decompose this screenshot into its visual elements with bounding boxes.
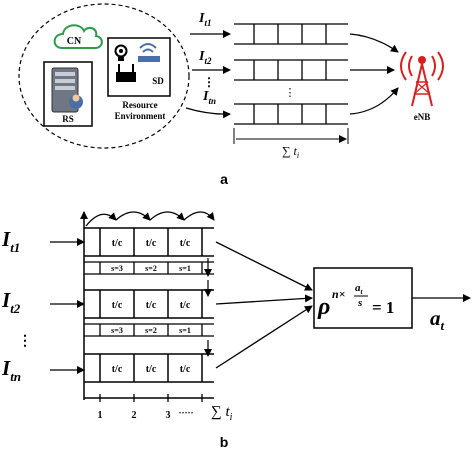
sum-label-a: ∑ ti — [282, 144, 299, 160]
queue-a-2 — [234, 59, 348, 81]
slot-label: s=3 — [111, 264, 123, 273]
cloud-icon — [53, 24, 103, 49]
panel-a: CN RS SD Resource — [18, 3, 444, 187]
cell-label: t/c — [146, 238, 157, 249]
slot-label: s=1 — [179, 264, 191, 273]
panel-b: It1 It2 ⋮ Itn t/c t/c t/c — [1, 211, 471, 450]
input-label-a-1: It1 — [198, 11, 211, 28]
slot-label: s=2 — [145, 326, 157, 335]
formula-exponent: n× — [332, 287, 346, 301]
slot-label: s=2 — [145, 264, 157, 273]
x-ticks-b — [99, 394, 203, 402]
sensor-icon — [138, 43, 160, 62]
cell-label: t/c — [112, 300, 123, 311]
arrow-b-out-3 — [215, 305, 313, 369]
arrow-a-3 — [185, 107, 231, 119]
formula-frac-num: at — [355, 282, 364, 296]
input-sub-a-2: t2 — [204, 56, 212, 66]
svg-text:It1: It1 — [1, 227, 20, 255]
arrow-to-enb-3 — [349, 87, 399, 115]
enb-label: eNB — [414, 112, 431, 122]
input-label-b-2: It2 — [1, 288, 21, 316]
svg-text:It2: It2 — [198, 49, 212, 66]
input-sub-b-3: tn — [10, 369, 21, 384]
cell-label: t/c — [180, 238, 191, 249]
sum-label-b: ∑ ti — [211, 404, 233, 423]
queue-b-3: t/c t/c t/c — [84, 353, 214, 383]
svg-text:It1: It1 — [198, 11, 211, 28]
panel-a-label: a — [220, 171, 228, 187]
queue-b-2: t/c t/c t/c — [84, 289, 214, 319]
slot-strip-b-1: s=3 s=2 s=1 — [84, 261, 214, 275]
sum-bracket-a — [233, 128, 349, 144]
cloud-label: CN — [67, 36, 82, 47]
svg-text:It2: It2 — [1, 288, 21, 316]
arrow-b-out-2 — [215, 294, 313, 305]
slot-label: s=1 — [179, 326, 191, 335]
webcam-icon — [114, 44, 128, 61]
ellipsis-queue-a: ⋮ — [285, 87, 296, 99]
slot-label: s=3 — [111, 326, 123, 335]
slot-strip-b-2: s=3 s=2 s=1 — [84, 323, 214, 337]
output-label: at — [430, 306, 445, 333]
input-sub-b-2: t2 — [10, 301, 21, 316]
input-label-a-2: It2 — [198, 49, 212, 66]
router-icon — [116, 64, 136, 82]
input-label-a-3: Itn — [202, 89, 216, 106]
queue-a-3 — [234, 103, 348, 125]
formula-equals-one: = 1 — [372, 298, 394, 317]
cell-label: t/c — [146, 364, 157, 375]
arrow-to-enb-1 — [349, 33, 399, 53]
arrow-b-out-1 — [215, 241, 313, 291]
panel-b-label: b — [220, 434, 229, 450]
input-sub-a-3: tn — [208, 96, 216, 106]
cell-label: t/c — [146, 300, 157, 311]
hop-arrows — [85, 211, 215, 227]
ellipsis-a: ⋮ — [203, 75, 215, 89]
input-sub-a-1: t1 — [204, 18, 211, 28]
tick-label: 1 — [98, 410, 103, 421]
rs-label: RS — [62, 114, 74, 124]
ellipsis-b: ⋮ — [18, 334, 32, 349]
tick-label: 2 — [132, 410, 137, 421]
input-sub-b-1: t1 — [10, 240, 20, 255]
cell-label: t/c — [112, 364, 123, 375]
server-icon — [51, 67, 83, 113]
formula-frac-den: s — [357, 297, 362, 309]
cell-label: t/c — [112, 238, 123, 249]
antenna-icon — [400, 51, 444, 107]
input-label-b-3: Itn — [1, 356, 21, 384]
formula: ρ n× at s = 1 — [317, 282, 394, 320]
svg-text:Itn: Itn — [202, 89, 216, 106]
sd-label: SD — [152, 76, 164, 86]
queue-a-1 — [234, 23, 348, 45]
cell-label: t/c — [180, 300, 191, 311]
resource-environment-boundary — [18, 3, 190, 149]
resource-env-line1: Resource — [122, 100, 157, 110]
queue-b-1: t/c t/c t/c — [84, 227, 214, 257]
formula-rho: ρ — [317, 294, 330, 320]
resource-env-line2: Environment — [115, 111, 166, 121]
formula-box — [313, 267, 413, 329]
tick-label: 3 — [166, 410, 171, 421]
svg-text:Itn: Itn — [1, 356, 21, 384]
cell-label: t/c — [180, 364, 191, 375]
tick-label: ····· — [178, 408, 193, 418]
queues-a: ⋮ — [234, 23, 348, 125]
input-label-b-1: It1 — [1, 227, 20, 255]
